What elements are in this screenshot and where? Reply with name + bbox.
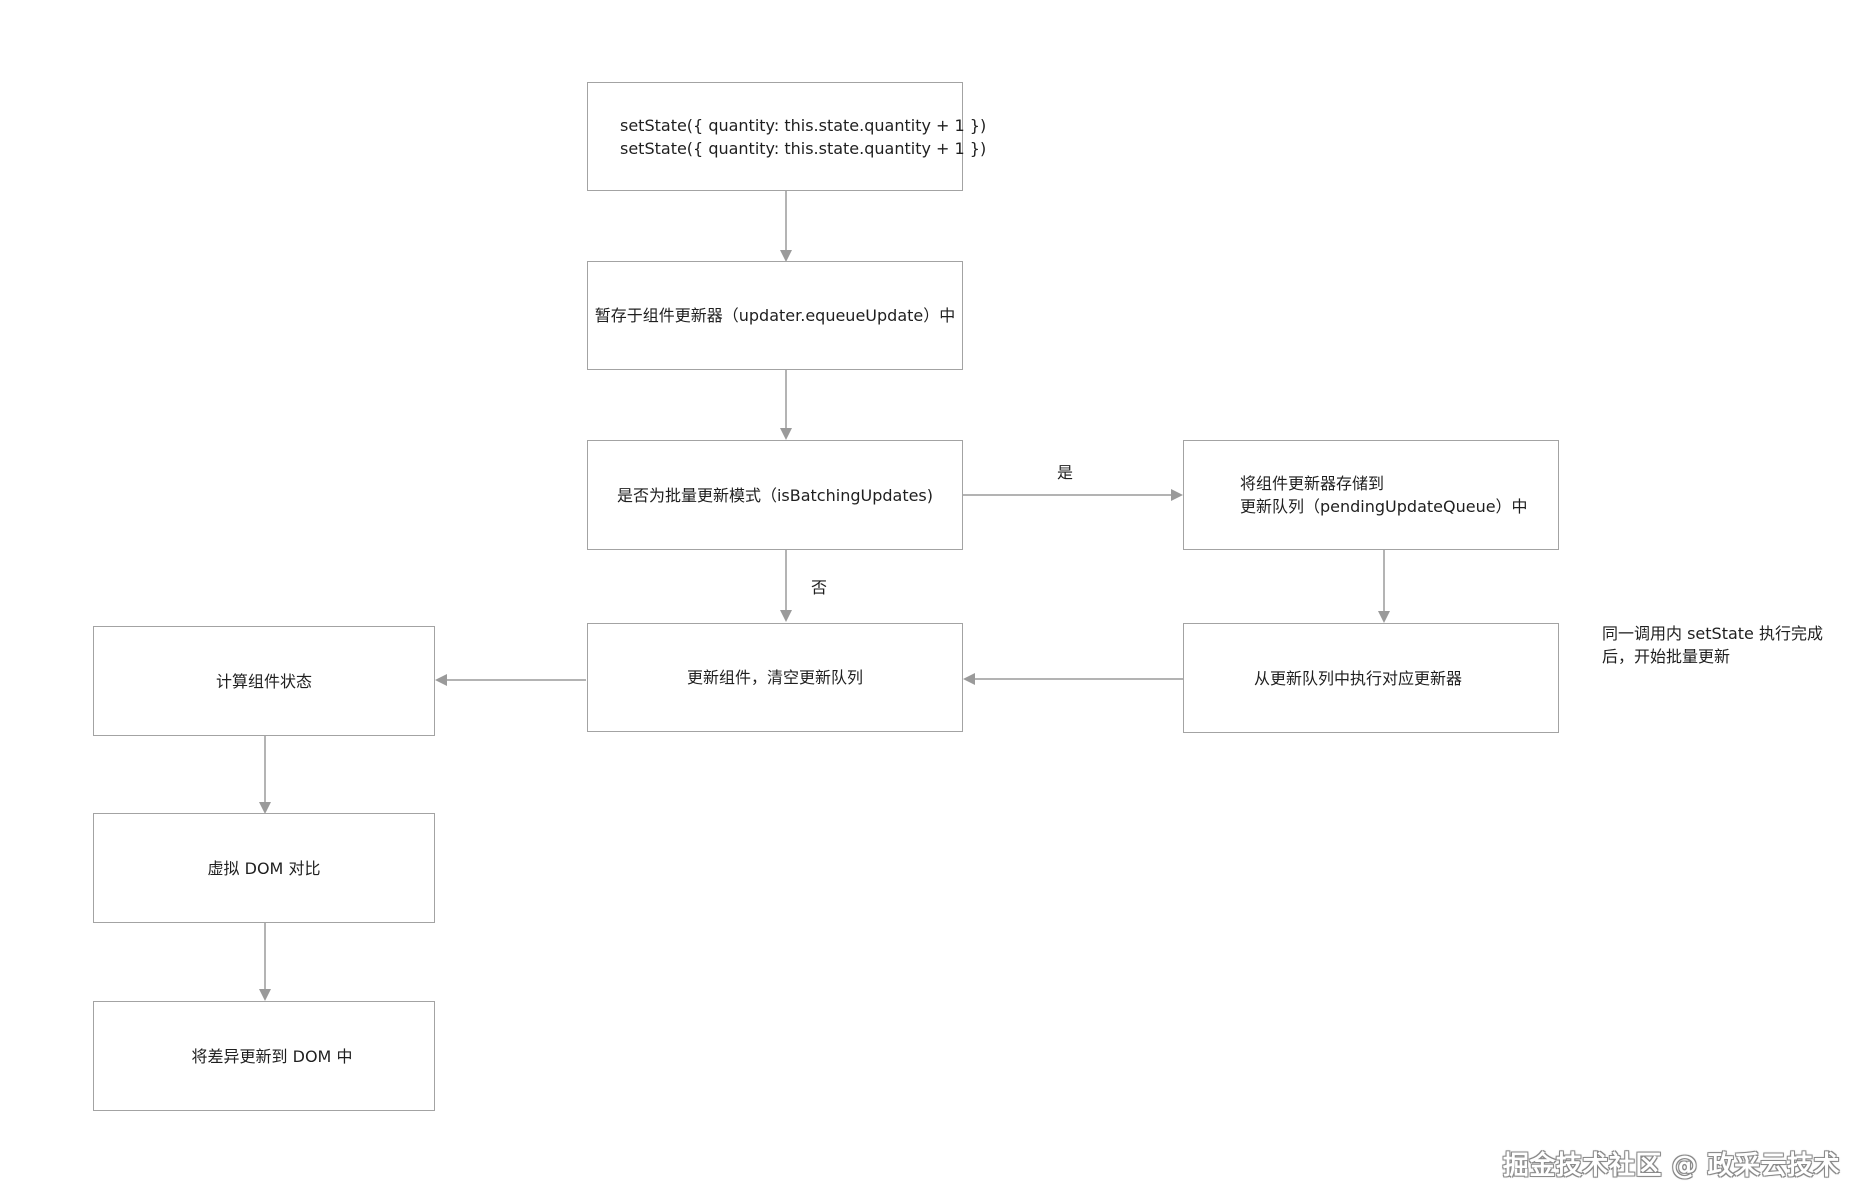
node-enqueue-update-text: 暂存于组件更新器（updater.equeueUpdate）中 (594, 306, 956, 325)
node-vdom-diff: 虚拟 DOM 对比 (93, 813, 435, 923)
node-store-update-queue-line-2: 更新队列（pendingUpdateQueue）中 (1240, 497, 1528, 516)
side-note: 同一调用内 setState 执行完成 后，开始批量更新 (1602, 622, 1823, 668)
node-update-component-text: 更新组件，清空更新队列 (686, 668, 863, 687)
watermark: 掘金技术社区 @ 政采云技术 (1502, 1151, 1840, 1181)
node-setstate-calls: setState({ quantity: this.state.quantity… (587, 82, 986, 191)
node-is-batching-updates: 是否为批量更新模式（isBatchingUpdates) (587, 440, 963, 550)
node-update-component: 更新组件，清空更新队列 (587, 623, 963, 732)
side-note-line-2: 后，开始批量更新 (1602, 647, 1731, 666)
side-note-line-1: 同一调用内 setState 执行完成 (1602, 624, 1823, 643)
node-store-update-queue-text: 将组件更新器存储到 更新队列（pendingUpdateQueue）中 (1240, 472, 1528, 518)
node-setstate-line-2: setState({ quantity: this.state.quantity… (620, 139, 987, 158)
node-apply-dom-text: 将差异更新到 DOM 中 (191, 1046, 353, 1066)
node-compute-state-text: 计算组件状态 (215, 671, 312, 691)
node-compute-state: 计算组件状态 (93, 626, 435, 736)
node-store-update-queue: 将组件更新器存储到 更新队列（pendingUpdateQueue）中 (1183, 440, 1559, 550)
node-store-update-queue-line-1: 将组件更新器存储到 (1240, 474, 1385, 493)
node-run-updaters: 从更新队列中执行对应更新器 (1183, 623, 1559, 733)
node-vdom-diff-text: 虚拟 DOM 对比 (207, 858, 321, 878)
node-enqueue-update: 暂存于组件更新器（updater.equeueUpdate）中 (587, 261, 963, 370)
edge-label-yes: 是 (1057, 463, 1074, 482)
node-apply-dom: 将差异更新到 DOM 中 (93, 1001, 435, 1111)
node-run-updaters-text: 从更新队列中执行对应更新器 (1253, 668, 1462, 688)
edge-label-no: 否 (811, 578, 828, 597)
node-is-batching-updates-text: 是否为批量更新模式（isBatchingUpdates) (616, 485, 934, 505)
node-setstate-line-1: setState({ quantity: this.state.quantity… (620, 116, 987, 135)
